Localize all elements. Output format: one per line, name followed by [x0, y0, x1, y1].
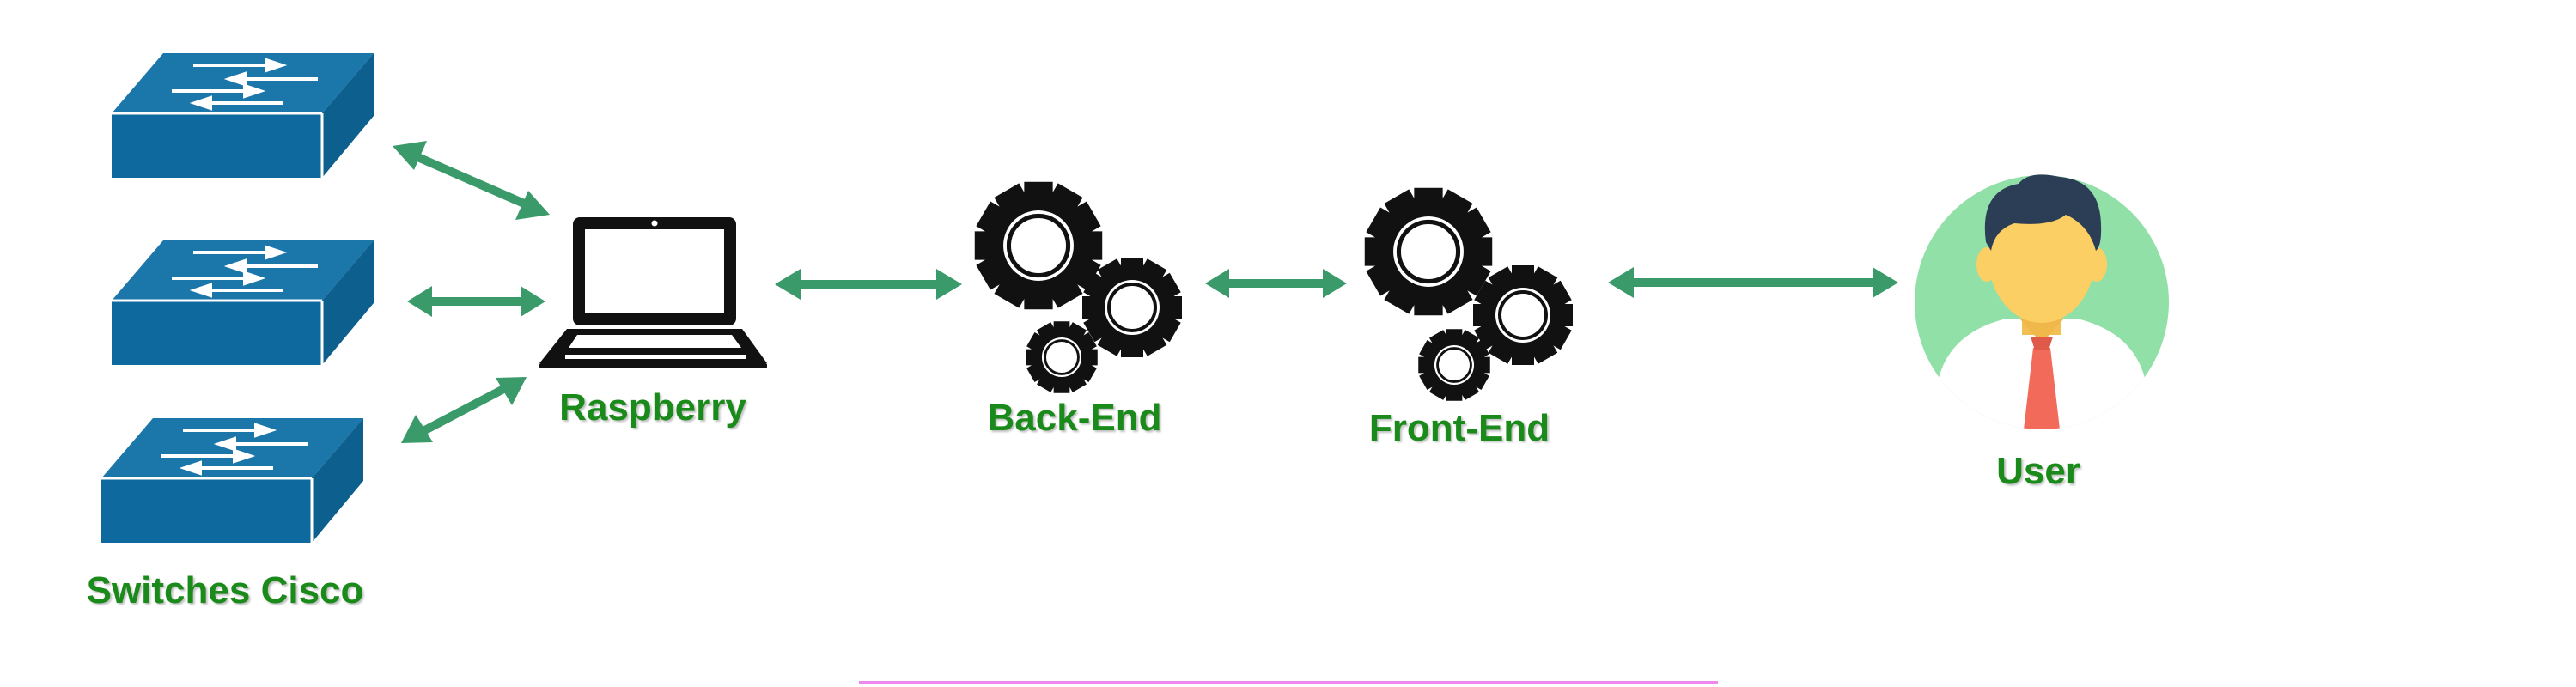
arrow-switch1-raspberry: [393, 141, 550, 220]
laptop-icon: [539, 217, 767, 368]
user-avatar-icon: [1915, 174, 2169, 429]
label-back-end: Back-End: [987, 397, 1162, 439]
switch-2-icon: [110, 239, 375, 367]
label-raspberry: Raspberry: [559, 386, 746, 429]
switch-3-icon: [100, 416, 365, 544]
backend-gears-icon: [975, 182, 1184, 395]
accent-divider: [859, 681, 1718, 684]
switch-1-icon: [110, 52, 375, 179]
frontend-gears-icon: [1365, 188, 1574, 403]
arrow-raspberry-backend: [775, 269, 962, 300]
label-switches-cisco: Switches Cisco: [86, 569, 364, 611]
arrow-backend-frontend: [1205, 269, 1347, 298]
label-user: User: [1996, 450, 2080, 492]
arrow-switch3-raspberry: [401, 377, 527, 443]
label-front-end: Front-End: [1368, 407, 1550, 449]
arrow-switch2-raspberry: [407, 286, 545, 317]
arrow-frontend-user: [1608, 267, 1898, 298]
